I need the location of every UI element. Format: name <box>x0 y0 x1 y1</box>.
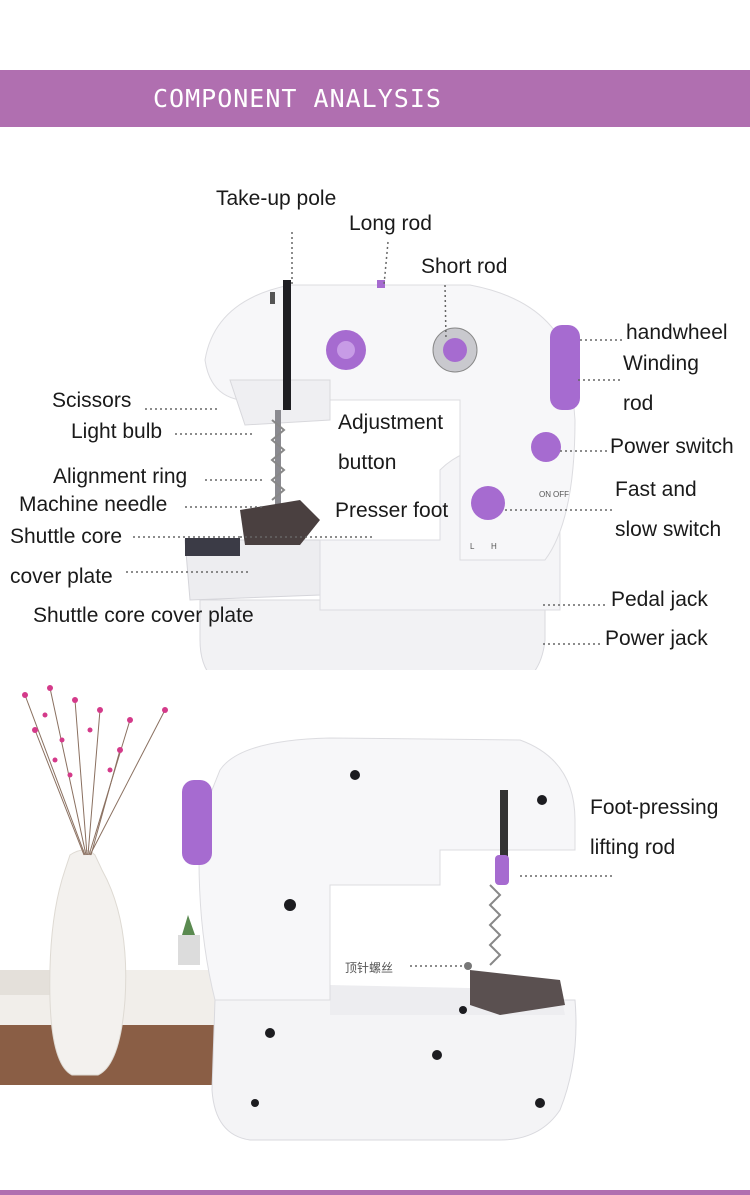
top-machine-illustration <box>126 232 625 693</box>
banner-title: COMPONENT ANALYSIS <box>153 84 442 113</box>
label-shuttle-core-line1: Shuttle core <box>10 525 123 548</box>
label-foot-pressing-line2: lifting rod <box>590 836 676 859</box>
switch-mark-off: OFF <box>553 490 569 499</box>
take-up-pole-shape <box>283 280 291 410</box>
label-shuttle-core-cover-plate: Shuttle core cover plate <box>33 604 254 627</box>
label-winding-rod-line2: rod <box>623 392 654 415</box>
label-winding-rod-line1: Winding <box>623 352 699 375</box>
label-adjustment-button-line2: button <box>338 451 397 474</box>
switch-mark-on: ON <box>539 490 551 499</box>
label-short-rod: Short rod <box>421 255 508 278</box>
label-long-rod: Long rod <box>349 212 432 235</box>
label-adjustment-button-line1: Adjustment <box>338 411 444 434</box>
label-handwheel: handwheel <box>626 321 728 344</box>
label-presser-foot: Presser foot <box>335 499 449 522</box>
switch-mark-low: L <box>470 542 475 551</box>
switch-mark-high: H <box>491 542 497 551</box>
label-fast-slow-switch-line1: Fast and <box>615 478 697 501</box>
label-power-jack: Power jack <box>605 627 708 650</box>
label-foot-pressing-line1: Foot-pressing <box>590 796 719 819</box>
label-pedal-jack: Pedal jack <box>611 588 708 611</box>
label-take-up-pole: Take-up pole <box>216 187 337 210</box>
label-light-bulb: Light bulb <box>71 420 163 443</box>
bottom-photo-illustration <box>0 670 750 1195</box>
power-switch-shape <box>531 432 561 462</box>
bottom-handwheel-shape <box>182 780 212 865</box>
lifting-rod-shape <box>500 790 508 880</box>
label-alignment-ring: Alignment ring <box>53 465 188 488</box>
label-fast-slow-switch-line2: slow switch <box>615 518 722 541</box>
label-power-switch: Power switch <box>610 435 734 458</box>
handwheel-shape <box>550 325 580 410</box>
bottom-divider <box>0 1190 750 1195</box>
shuttle-plate-shape <box>185 538 240 556</box>
header-banner: COMPONENT ANALYSIS <box>0 70 750 127</box>
label-shuttle-core-line2: cover plate <box>10 565 113 588</box>
label-scissors: Scissors <box>52 389 132 412</box>
label-machine-needle: Machine needle <box>19 493 168 516</box>
label-top-needle-screw: 顶针螺丝 <box>345 961 394 975</box>
fast-slow-switch-shape <box>471 486 505 520</box>
